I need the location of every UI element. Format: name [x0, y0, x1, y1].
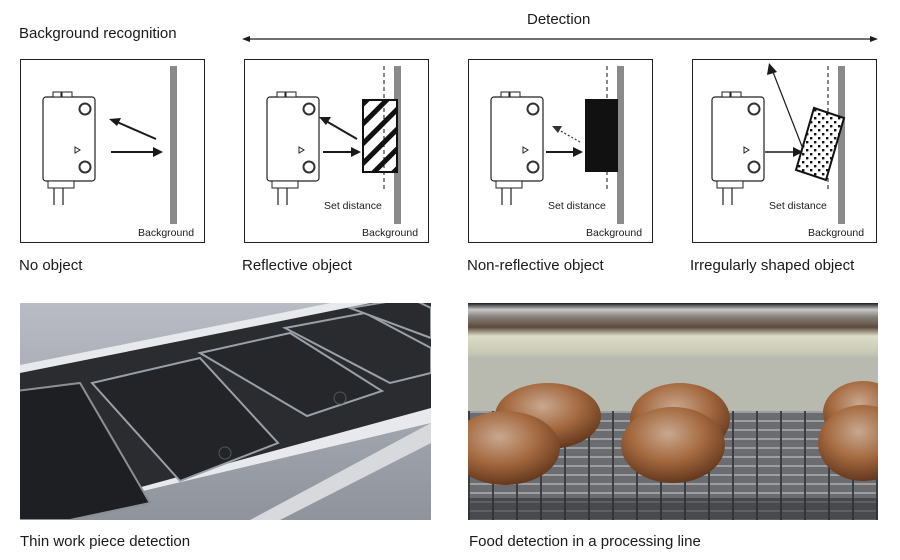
- phone-4: [281, 311, 431, 385]
- irregular-object-diagram: [711, 63, 846, 224]
- background-bar: [838, 66, 845, 224]
- caption-no-object: No object: [19, 257, 83, 274]
- detection-heading: Detection: [527, 11, 591, 28]
- photo-food-detection: [468, 303, 878, 520]
- set-distance-label: Set distance: [324, 200, 382, 212]
- diagram-panel-no-object: Background: [20, 59, 205, 243]
- bread-loaf-group-left: [468, 383, 601, 485]
- background-label: Background: [808, 227, 865, 239]
- background-bar: [170, 66, 177, 224]
- set-distance-label: Set distance: [769, 200, 827, 212]
- bread-loaf-group-right: [818, 381, 878, 481]
- caption-reflective-object: Reflective object: [242, 257, 353, 274]
- no-object-diagram: [42, 66, 177, 224]
- background-recognition-heading: Background recognition: [19, 25, 177, 42]
- arrowhead-right-icon: [870, 36, 878, 42]
- phone-5: [346, 303, 431, 340]
- arrowhead-left-icon: [242, 36, 250, 42]
- background-label: Background: [362, 227, 419, 239]
- deflected-beam-arrow: [772, 71, 804, 150]
- diagram-panel-non-reflective-object: Set distance Background: [468, 59, 653, 243]
- background-label: Background: [138, 227, 195, 239]
- set-distance-label: Set distance: [548, 200, 606, 212]
- sensor-icon: [490, 91, 544, 205]
- sensor-icon: [42, 91, 96, 205]
- caption-food-detection: Food detection in a processing line: [469, 533, 701, 550]
- sensor-icon: [711, 91, 765, 205]
- bread-conveyor-image: [468, 303, 878, 520]
- bread-loaf-group-center: [621, 383, 730, 483]
- smartphones-conveyor-image: [20, 303, 431, 520]
- reflected-beam-arrow: [325, 120, 358, 140]
- detection-range-arrow: [242, 36, 878, 42]
- irregular-object-icon: [794, 106, 846, 182]
- caption-thin-work-piece: Thin work piece detection: [20, 533, 191, 550]
- weak-reflection-arrow: [558, 129, 581, 143]
- phone-3: [197, 331, 385, 418]
- phone-2: [90, 356, 280, 483]
- caption-non-reflective-object: Non-reflective object: [467, 257, 604, 274]
- reflective-object-icon: [362, 99, 398, 173]
- photo-thin-work-piece: [20, 303, 431, 520]
- sensor-icon: [266, 91, 320, 205]
- non-reflective-object-icon: [585, 99, 618, 172]
- reflected-beam-arrow: [116, 121, 157, 140]
- non-reflective-object-diagram: [490, 66, 624, 224]
- caption-irregularly-shaped-object: Irregularly shaped object: [690, 257, 855, 274]
- background-bar: [617, 66, 624, 224]
- diagram-panel-irregularly-shaped-object: Set distance Background: [692, 59, 877, 243]
- phone-1: [20, 381, 152, 520]
- background-label: Background: [586, 227, 643, 239]
- diagram-panel-reflective-object: Set distance Background: [244, 59, 429, 243]
- reflective-object-diagram: [266, 66, 401, 224]
